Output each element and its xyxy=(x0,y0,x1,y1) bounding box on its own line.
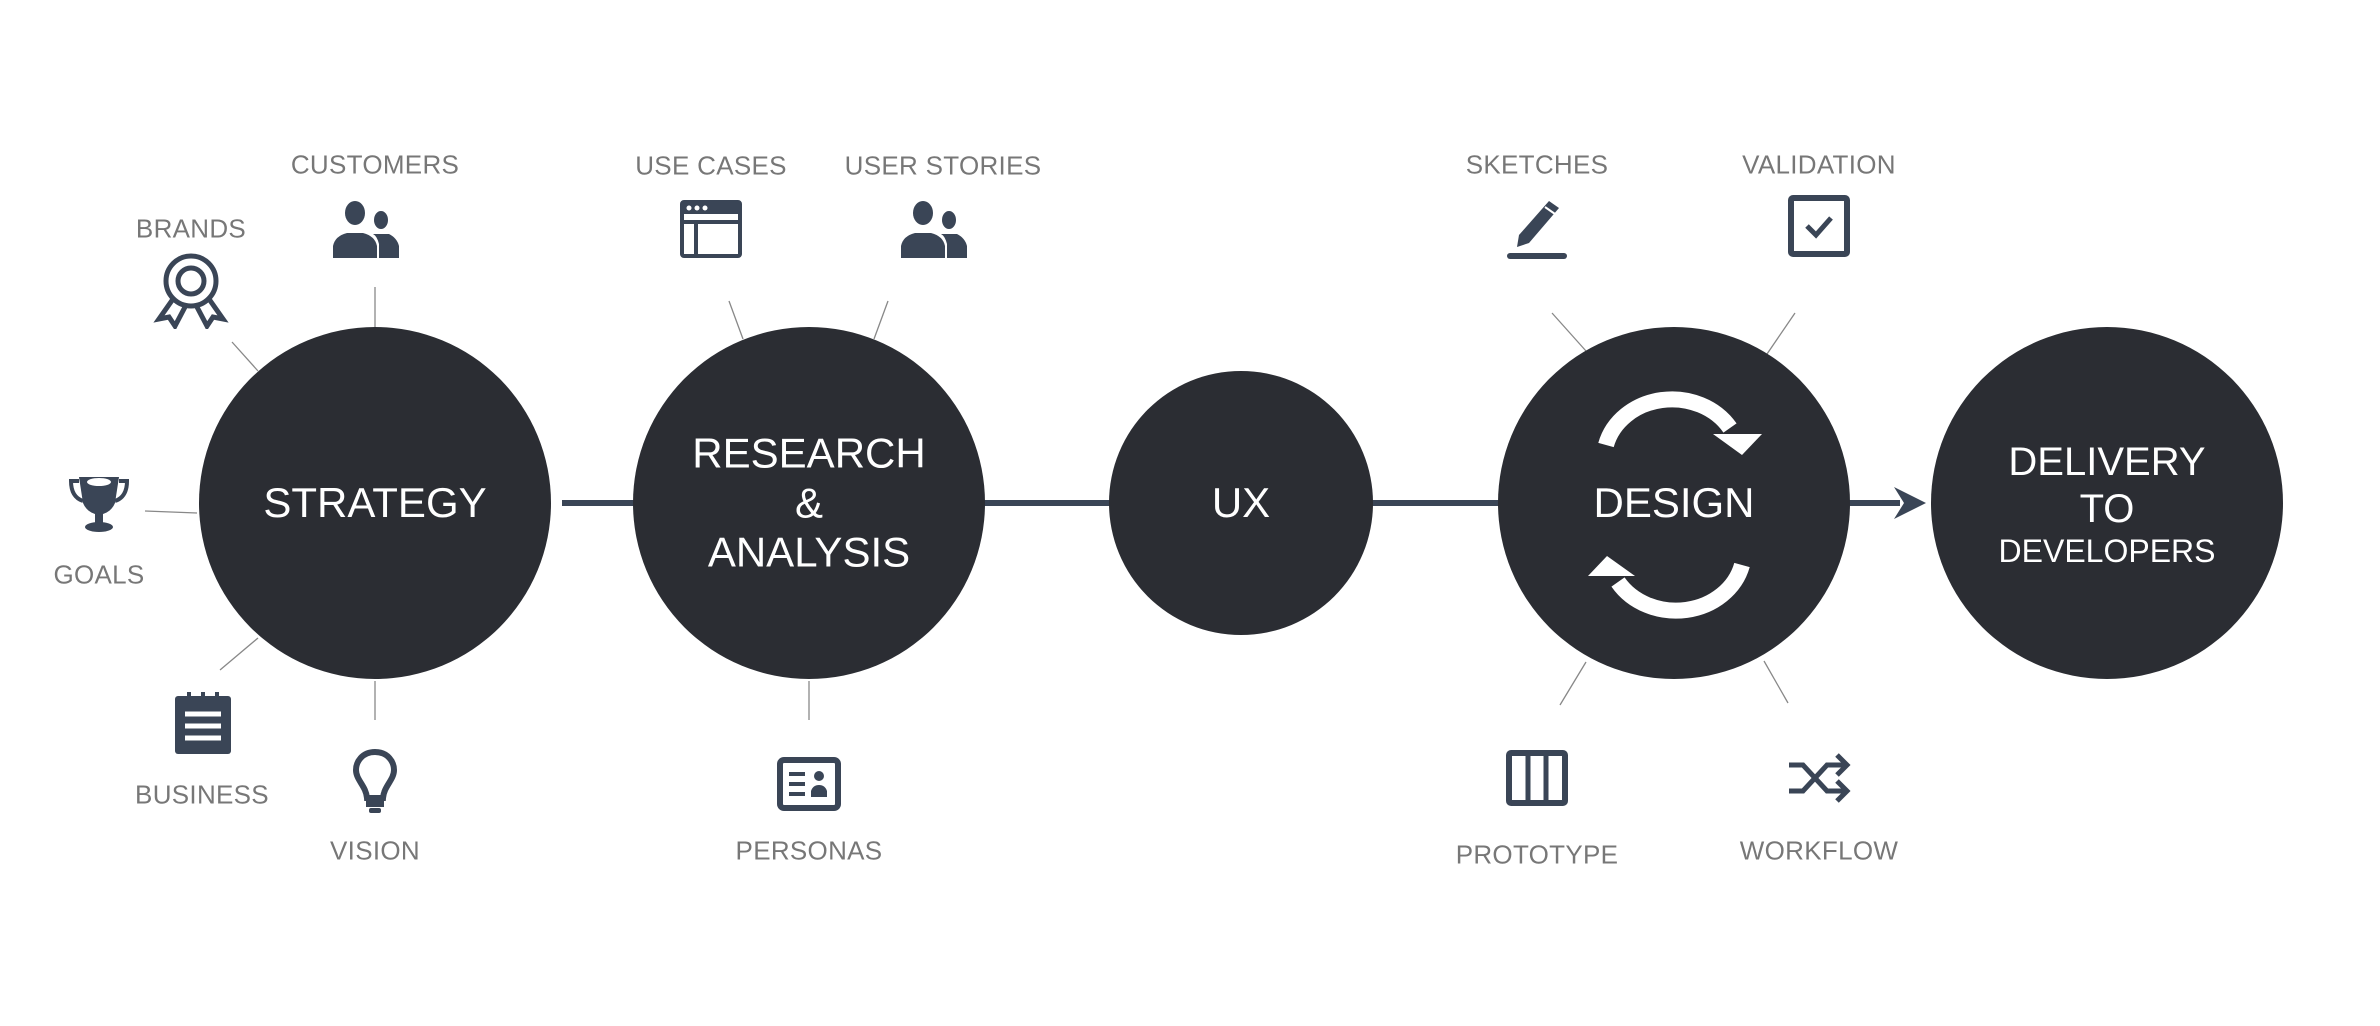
id-card-icon xyxy=(777,757,841,811)
label-vision: VISION xyxy=(330,835,420,866)
connector-workflow xyxy=(1763,660,1789,704)
ux-title: UX xyxy=(1211,479,1271,527)
research-title: RESEARCH & ANALYSIS xyxy=(692,429,925,578)
delivery-circle xyxy=(1931,327,2283,679)
label-goals: GOALS xyxy=(53,559,145,590)
flow-arrowhead xyxy=(1894,487,1926,519)
delivery-title: DELIVERY TO DEVELOPERS xyxy=(1999,439,2216,571)
research-line2: & xyxy=(794,479,824,527)
connector-sketches xyxy=(1551,312,1587,352)
connector-goals xyxy=(144,510,198,514)
research-line3: ANALYSIS xyxy=(707,528,911,576)
browser-window-icon xyxy=(680,200,742,258)
strategy-circle xyxy=(199,327,551,679)
research-circle xyxy=(633,327,985,679)
label-prototype: PROTOTYPE xyxy=(1455,839,1619,870)
label-sketches: SKETCHES xyxy=(1465,149,1609,180)
users-icon xyxy=(901,201,967,258)
users-icon xyxy=(333,201,399,258)
design-circle xyxy=(1498,327,1850,679)
delivery-line2: TO xyxy=(2079,487,2135,532)
delivery-line3: DEVELOPERS xyxy=(1998,533,2216,570)
ux-circle xyxy=(1109,371,1373,635)
research-line1: RESEARCH xyxy=(692,429,926,477)
label-use-cases: USE CASES xyxy=(635,150,787,181)
label-validation: VALIDATION xyxy=(1742,149,1896,180)
label-workflow: WORKFLOW xyxy=(1739,835,1899,866)
label-personas: PERSONAS xyxy=(735,835,883,866)
connector-business xyxy=(219,637,259,671)
connector-validation xyxy=(1766,312,1796,355)
checkbox-icon xyxy=(1788,195,1850,257)
label-user-stories: USER STORIES xyxy=(844,150,1042,181)
connector-prototype xyxy=(1559,661,1587,706)
design-title: DESIGN xyxy=(1593,479,1755,527)
connector-brands xyxy=(231,341,259,372)
pencil-icon xyxy=(1507,201,1567,259)
connector-user-stories xyxy=(873,300,889,340)
label-customers: CUSTOMERS xyxy=(290,149,460,180)
strategy-title: STRATEGY xyxy=(263,479,487,527)
trophy-icon xyxy=(69,477,129,532)
label-business: BUSINESS xyxy=(135,779,269,810)
connector-use-cases xyxy=(728,300,744,340)
award-ribbon-icon xyxy=(153,253,229,329)
columns-icon xyxy=(1506,750,1568,806)
lightbulb-icon xyxy=(352,748,398,813)
notepad-icon xyxy=(175,692,231,754)
delivery-line1: DELIVERY xyxy=(2008,439,2206,484)
refresh-cycle-icon xyxy=(1598,391,1750,619)
shuffle-icon xyxy=(1789,753,1851,803)
label-brands: BRANDS xyxy=(135,213,247,244)
